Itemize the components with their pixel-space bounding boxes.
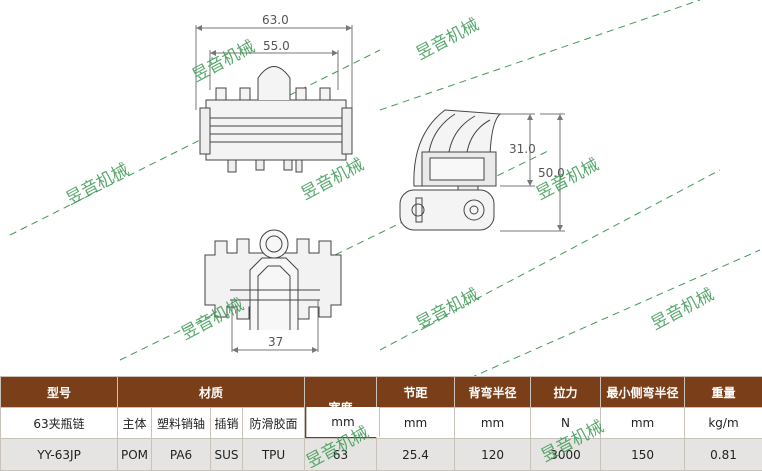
cell-back-radius: 120 bbox=[455, 439, 531, 471]
subheader-back-radius-unit: mm bbox=[455, 408, 531, 439]
header-pitch: 节距 bbox=[377, 377, 455, 408]
cell-pitch: 25.4 bbox=[377, 439, 455, 471]
header-back-radius: 背弯半径 bbox=[455, 377, 531, 408]
cell-width: 63 bbox=[305, 439, 377, 471]
header-model: 型号 bbox=[1, 377, 118, 408]
dim-top-inner: 55.0 bbox=[263, 39, 290, 53]
subheader-latch: 插销 bbox=[211, 408, 243, 439]
dim-bottom-width: 37 bbox=[268, 335, 283, 349]
cell-body: POM bbox=[118, 439, 152, 471]
dim-side-h2: 50.0 bbox=[538, 166, 565, 180]
subheader-row: 63夹瓶链 主体 塑料销轴 插销 防滑胶面 mm mm N mm kg/m bbox=[1, 408, 762, 439]
subheader-body: 主体 bbox=[118, 408, 152, 439]
cell-anti-slip: TPU bbox=[243, 439, 305, 471]
subheader-pitch-unit: mm bbox=[377, 408, 455, 439]
cell-tension: 3000 bbox=[531, 439, 601, 471]
header-row: 型号 材质 宽度 节距 背弯半径 拉力 最小侧弯半径 重量 bbox=[1, 377, 762, 408]
cell-weight: 0.81 bbox=[685, 439, 762, 471]
subheader-anti-slip: 防滑胶面 bbox=[243, 408, 305, 439]
subheader-weight-unit: kg/m bbox=[685, 408, 762, 439]
technical-drawing: 63.0 55.0 31.0 50.0 bbox=[0, 0, 762, 378]
dim-top-width: 63.0 bbox=[262, 13, 289, 27]
subheader-tension-unit: N bbox=[531, 408, 601, 439]
spec-table: 型号 材质 宽度 节距 背弯半径 拉力 最小侧弯半径 重量 63夹瓶链 主体 塑… bbox=[0, 376, 762, 471]
header-side-radius: 最小侧弯半径 bbox=[601, 377, 685, 408]
header-weight: 重量 bbox=[685, 377, 762, 408]
dim-side-h1: 31.0 bbox=[509, 142, 536, 156]
subheader-pin: 塑料销轴 bbox=[152, 408, 211, 439]
header-tension: 拉力 bbox=[531, 377, 601, 408]
cell-latch: SUS bbox=[211, 439, 243, 471]
watermark-lines bbox=[10, 0, 760, 378]
cell-side-radius: 150 bbox=[601, 439, 685, 471]
subheader-name: 63夹瓶链 bbox=[1, 408, 118, 439]
header-material: 材质 bbox=[118, 377, 305, 408]
subheader-width-unit: mm bbox=[306, 407, 380, 437]
table-row: YY-63JP POM PA6 SUS TPU 63 25.4 120 3000… bbox=[1, 439, 762, 471]
subheader-side-radius-unit: mm bbox=[601, 408, 685, 439]
cell-model: YY-63JP bbox=[1, 439, 118, 471]
cell-pin: PA6 bbox=[152, 439, 211, 471]
